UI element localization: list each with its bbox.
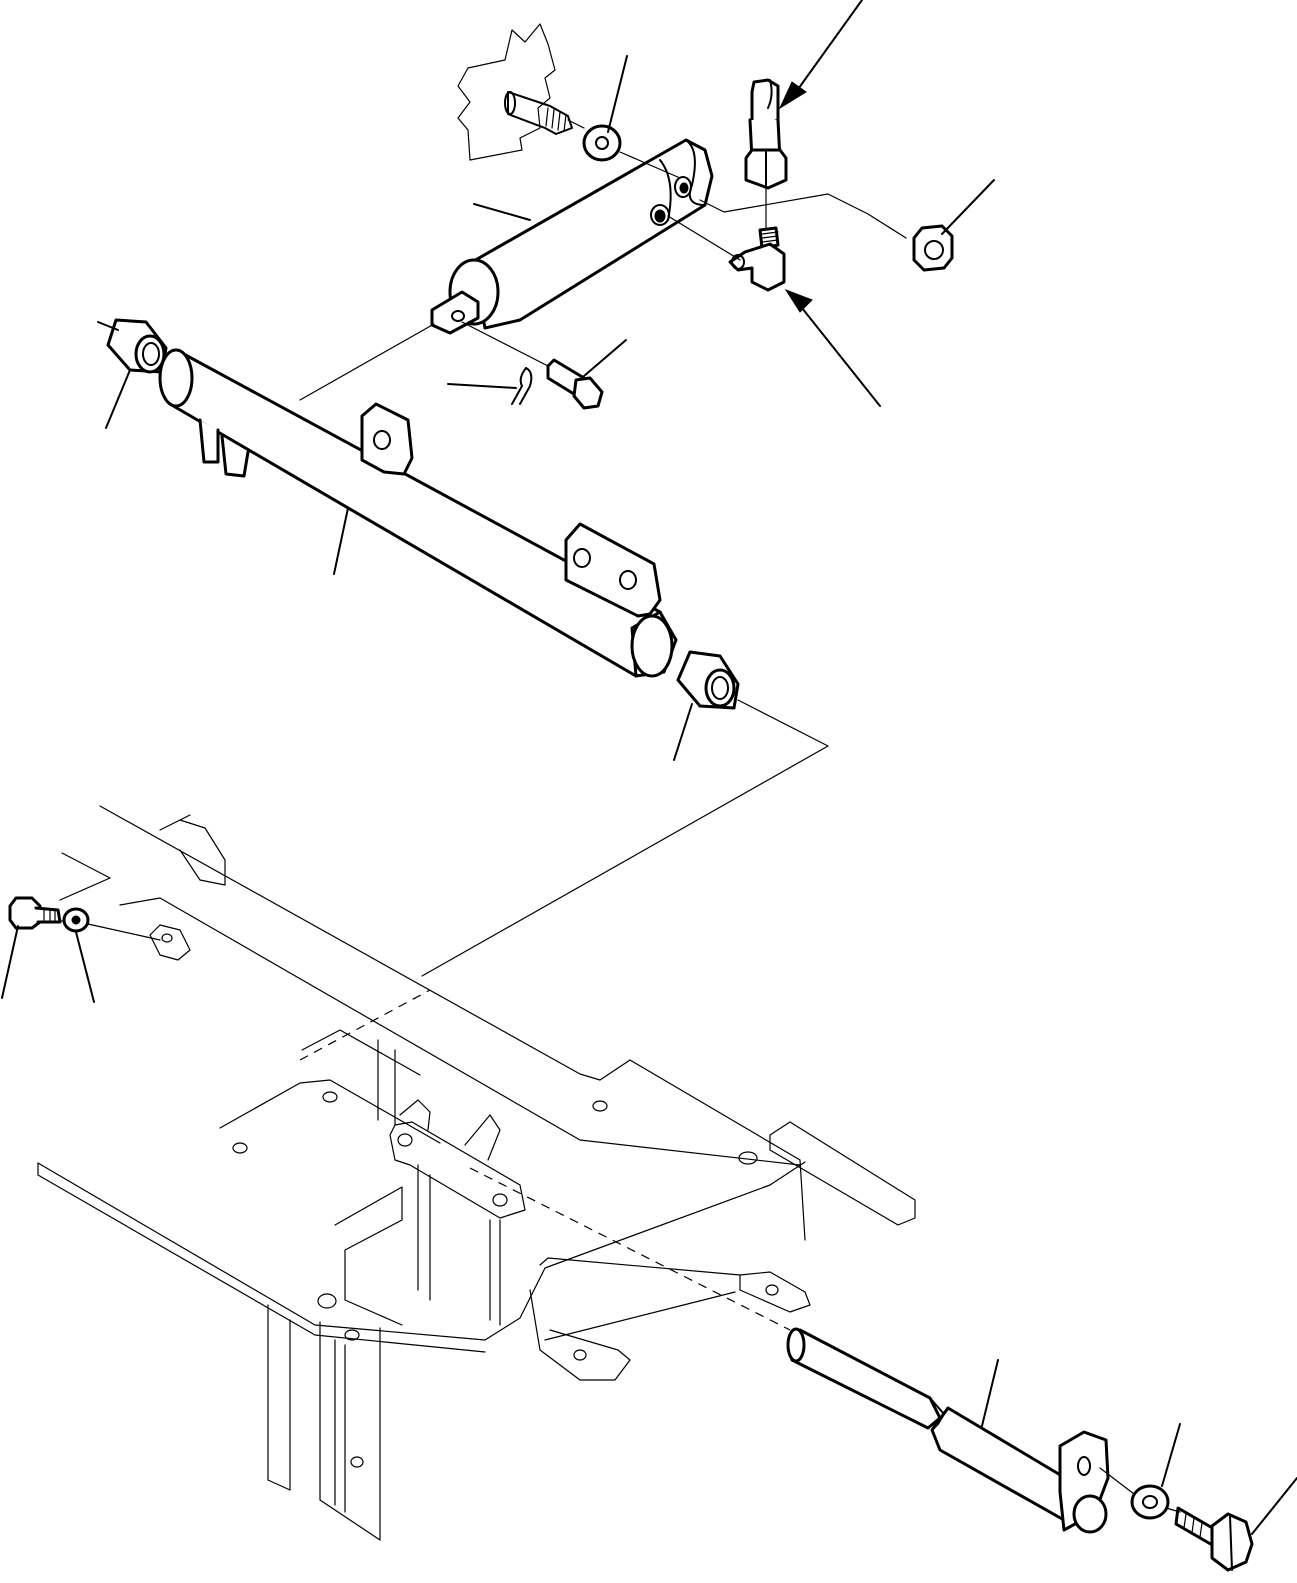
assembly-lines (59, 119, 1181, 1513)
spring-washer (62, 907, 90, 933)
pivot-pin (786, 1327, 1110, 1534)
washer (1130, 1484, 1170, 1520)
bushing (676, 650, 740, 710)
bolt (8, 896, 62, 930)
lock-nut (912, 224, 954, 272)
grease-fitting (744, 78, 788, 190)
cotter-pin (511, 367, 533, 405)
clevis-pin (546, 358, 604, 410)
leader-lines (1, 55, 1297, 1535)
arrow-to-elbow-fitting (784, 288, 881, 407)
bolt (1174, 1506, 1254, 1572)
washer (582, 124, 622, 162)
elbow-fitting (728, 226, 786, 292)
pivot-tube (158, 348, 678, 678)
bushing (106, 318, 168, 374)
shaft-arm (430, 138, 714, 335)
stud-bracket (457, 23, 573, 161)
arrow-to-grease-fitting (778, 0, 863, 110)
frame (37, 805, 916, 1541)
